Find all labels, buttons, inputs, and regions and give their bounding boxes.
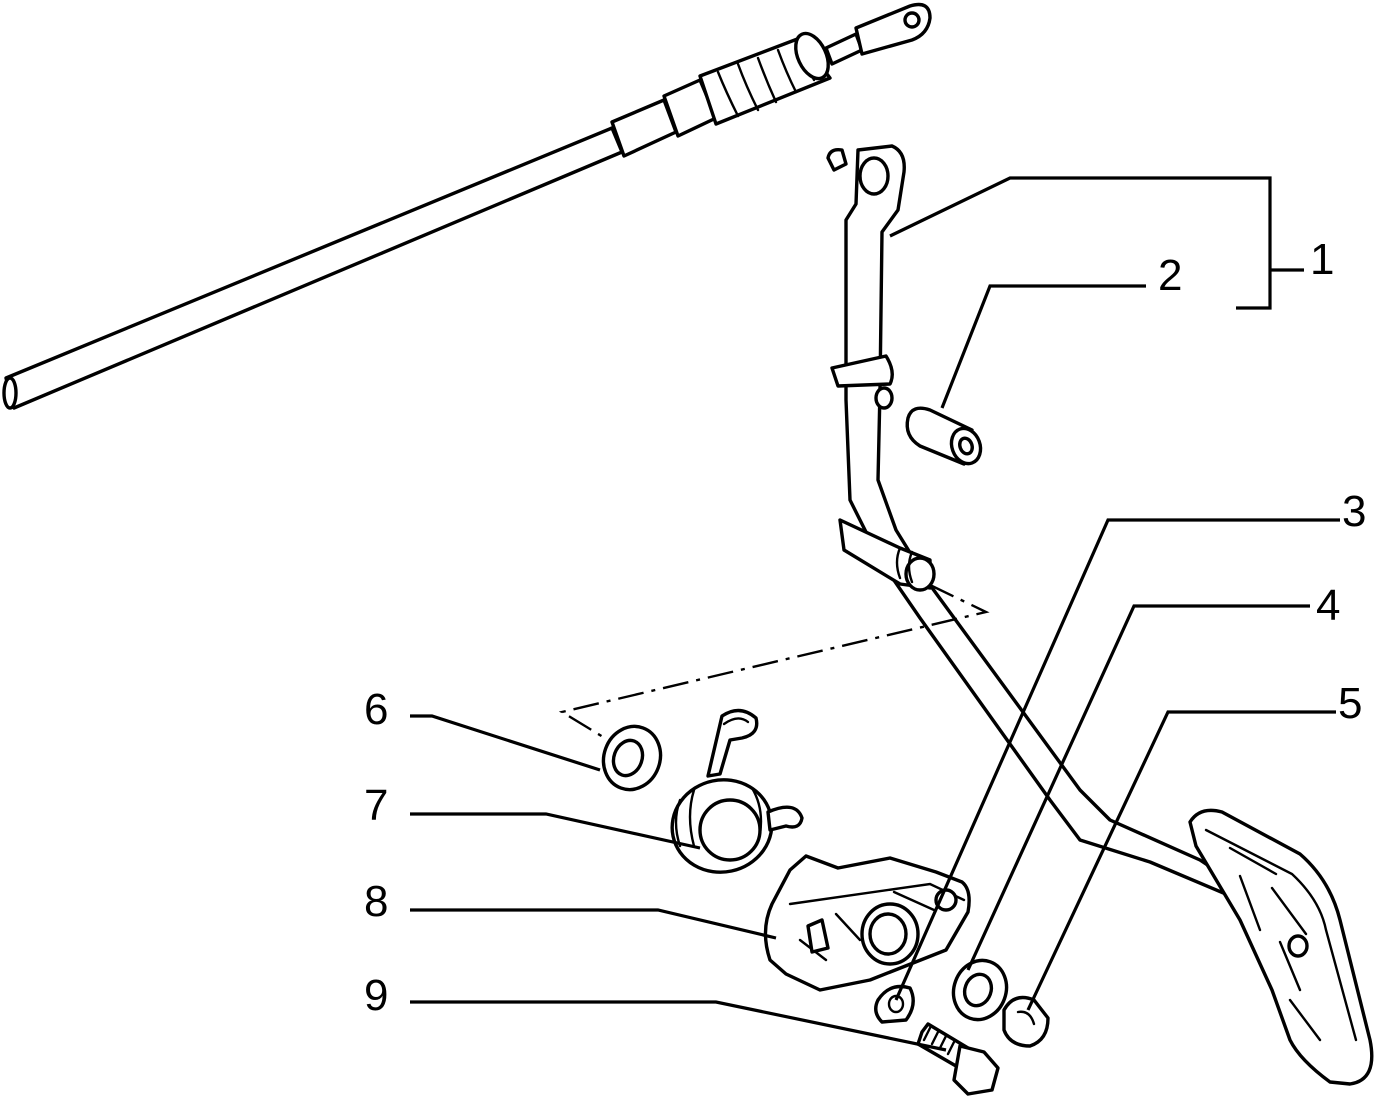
leader-2 <box>940 284 1146 409</box>
callout-9: 9 <box>364 971 388 1020</box>
clutch-cable <box>2 2 932 410</box>
callout-8: 8 <box>364 877 388 926</box>
callout-7: 7 <box>364 781 388 830</box>
leader-3 <box>894 518 1340 1001</box>
bushing <box>905 406 983 466</box>
clutch-pedal-lever <box>826 144 1374 1086</box>
leader-9 <box>410 1000 947 1052</box>
return-spring <box>670 708 804 874</box>
hex-bolt <box>916 1022 1000 1096</box>
leader-7 <box>410 812 701 850</box>
leader-5 <box>1026 710 1336 1011</box>
callout-6: 6 <box>364 685 388 734</box>
callout-1: 1 <box>1310 235 1334 284</box>
retaining-clip <box>1002 995 1050 1048</box>
leader-1 <box>889 176 1304 310</box>
circlip <box>874 984 915 1024</box>
leader-lines <box>410 176 1340 1052</box>
callout-3: 3 <box>1342 487 1366 536</box>
callout-2: 2 <box>1158 251 1182 300</box>
pedal-bracket <box>763 854 971 992</box>
callout-4: 4 <box>1316 581 1340 630</box>
thrust-washer <box>951 958 1009 1022</box>
callout-5: 5 <box>1338 679 1362 728</box>
leader-8 <box>410 908 777 940</box>
washer <box>601 724 663 792</box>
assembly-axis-line <box>558 583 990 742</box>
leader-6 <box>410 714 601 772</box>
leader-4 <box>966 604 1310 971</box>
